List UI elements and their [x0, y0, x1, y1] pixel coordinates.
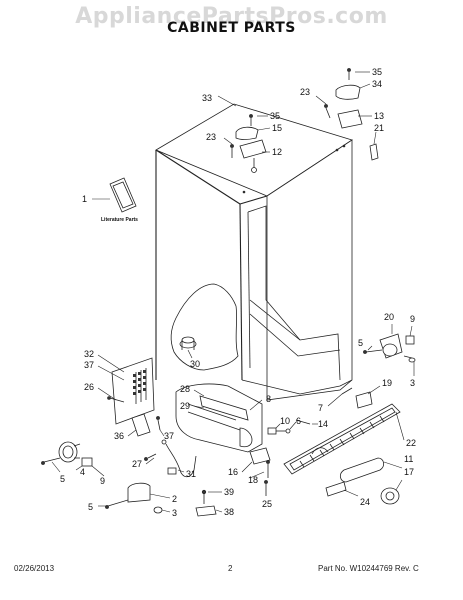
lower-left-leveler	[98, 482, 171, 514]
callout-36: 36	[114, 431, 124, 441]
center-bottom-parts	[241, 447, 271, 496]
callout-30: 30	[190, 359, 200, 369]
callout-35b: 35	[372, 67, 382, 77]
callout-1: 1	[82, 194, 87, 204]
callout-8: 8	[266, 394, 271, 404]
callout-28: 28	[180, 384, 190, 394]
toe-grille	[283, 403, 405, 475]
callout-7: 7	[318, 403, 323, 413]
callout-37b: 37	[164, 431, 174, 441]
right-hinge-assembly	[315, 68, 379, 161]
callout-27: 27	[132, 459, 142, 469]
callout-21: 21	[374, 123, 384, 133]
bottom-center-parts	[195, 489, 223, 517]
callout-17: 17	[404, 467, 414, 477]
page-title: CABINET PARTS	[167, 20, 296, 36]
callout-labels: 33 35 15 23 12 35 34 23 13 21 1 30 32 37…	[60, 67, 416, 518]
bottom-right-parts	[295, 419, 403, 505]
footer-part-number: Part No. W10244769 Rev. C	[318, 564, 419, 573]
callout-18: 18	[248, 475, 258, 485]
callout-22: 22	[406, 438, 416, 448]
callout-29: 29	[180, 401, 190, 411]
callout-6: 6	[296, 416, 301, 426]
callout-5: 5	[60, 474, 65, 484]
literature-booklet: Literature Parts	[92, 177, 138, 223]
callout-31: 31	[186, 469, 196, 479]
callout-20: 20	[384, 312, 394, 322]
callout-5b: 5	[88, 502, 93, 512]
callout-3b: 3	[410, 378, 415, 388]
callout-2: 2	[172, 494, 177, 504]
callout-16: 16	[228, 467, 238, 477]
callout-37: 37	[84, 360, 94, 370]
callout-10: 10	[280, 416, 290, 426]
literature-label: Literature Parts	[101, 217, 138, 223]
callout-14: 14	[318, 419, 328, 429]
callout-13: 13	[374, 111, 384, 121]
callout-24: 24	[360, 497, 370, 507]
side-grille	[97, 354, 155, 425]
callout-25: 25	[262, 499, 272, 509]
callout-23b: 23	[300, 87, 310, 97]
lower-left-bracket	[127, 413, 197, 478]
lower-front-panel	[175, 383, 297, 453]
callout-5c: 5	[358, 338, 363, 348]
callout-3: 3	[172, 508, 177, 518]
callout-4: 4	[80, 467, 85, 477]
callout-19: 19	[382, 378, 392, 388]
water-fitting	[179, 336, 197, 359]
callout-26: 26	[84, 382, 94, 392]
callout-9b: 9	[410, 314, 415, 324]
callout-34: 34	[372, 79, 382, 89]
center-hinge-assembly	[223, 114, 271, 173]
footer-date: 02/26/2013	[14, 564, 55, 573]
callout-9: 9	[100, 476, 105, 486]
callout-38: 38	[224, 507, 234, 517]
callout-33: 33	[202, 93, 212, 103]
watermark: AppliancePartsPros.com	[75, 4, 388, 29]
callout-35: 35	[270, 111, 280, 121]
callout-23: 23	[206, 132, 216, 142]
right-roller-assembly	[327, 324, 416, 409]
callout-12: 12	[272, 147, 282, 157]
callout-39: 39	[224, 487, 234, 497]
footer-page-number: 2	[228, 564, 233, 573]
callout-32: 32	[84, 349, 94, 359]
callout-11: 11	[404, 454, 413, 464]
callout-15: 15	[272, 123, 282, 133]
left-roller-assembly	[41, 441, 105, 477]
